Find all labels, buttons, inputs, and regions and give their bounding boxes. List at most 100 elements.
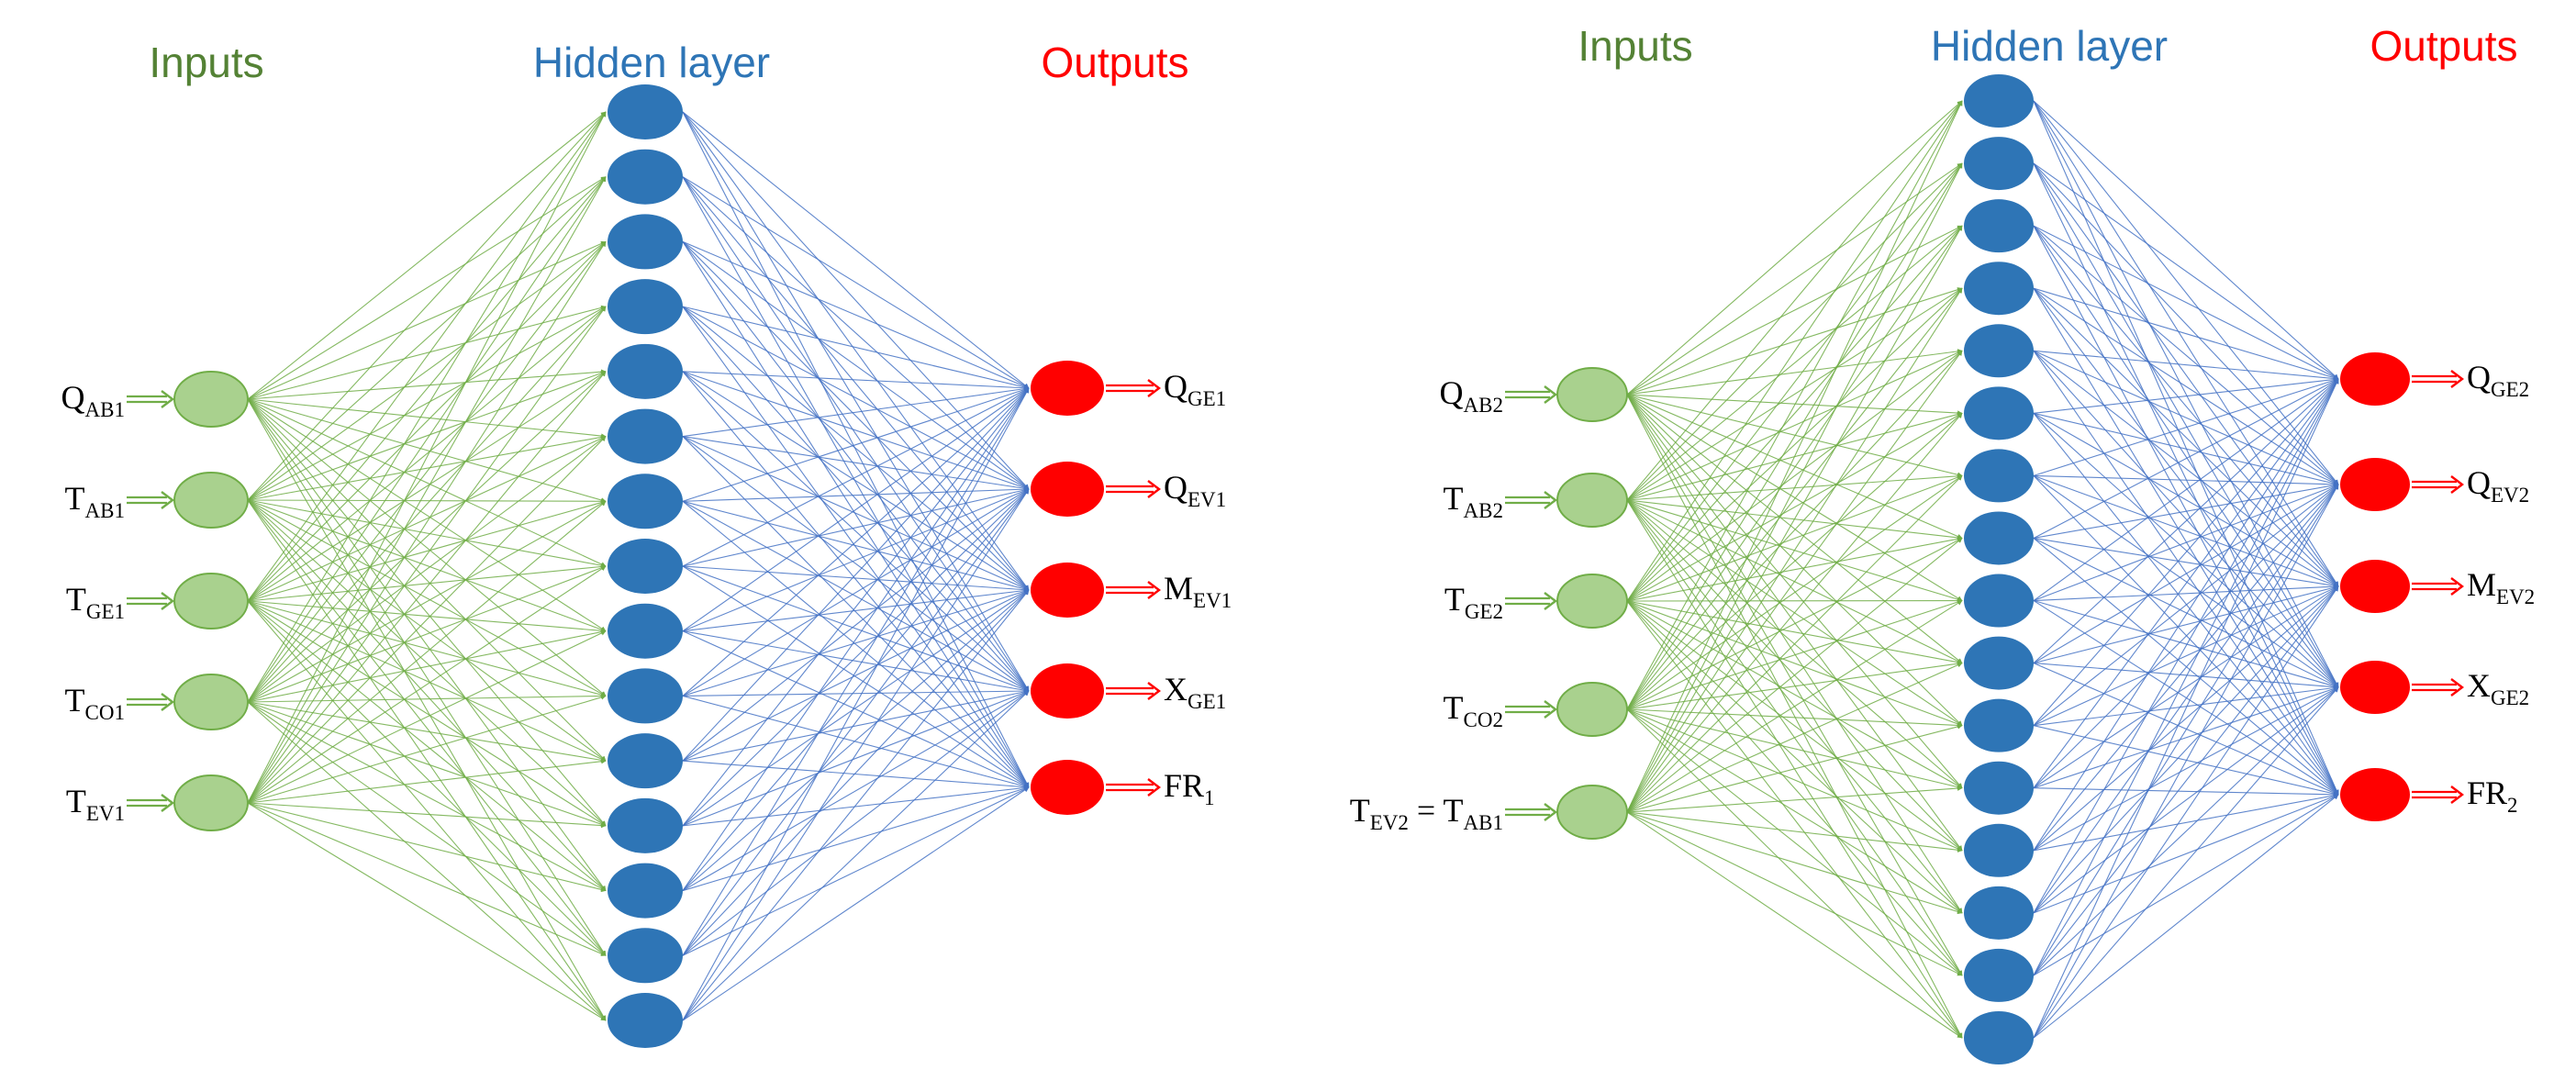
connection-line [247,695,607,804]
input-arrow [1505,491,1557,509]
connection-line [2033,412,2339,486]
connection-line [247,701,607,1021]
connection-line [682,306,1030,490]
hidden-node [1964,199,2034,253]
input-label-main: T [65,480,85,517]
output-label: FR2 [2467,774,2518,817]
connection-line [247,111,607,602]
input-node [173,573,249,630]
connection-line [1626,350,1963,602]
connection-line [682,371,1030,591]
connection-line [1626,412,1963,813]
connection-line [682,436,1030,491]
connection-line [682,111,1030,389]
input-arrow [1505,592,1557,610]
hidden-output-links [682,111,1030,1021]
inputs-title: Inputs [149,39,263,86]
connection-line [2033,376,2339,414]
connection-line [1626,225,1963,602]
output-arrow [2412,370,2464,388]
connection-line [2033,585,2339,727]
connection-line [1626,600,1963,1039]
connection-line [2033,483,2339,540]
input-node [173,371,249,428]
inputs-title: Inputs [1578,22,1692,70]
connection-line [682,306,1030,591]
connection-line [247,176,607,400]
connection-line [682,488,1030,632]
output-label: QEV1 [1164,469,1226,511]
input-label-subscript: AB2 [1464,499,1503,522]
connection-line [682,487,1030,567]
connection-line [1626,225,1963,501]
connection-line [682,436,1030,692]
connection-line [247,398,607,567]
connection-line [1626,162,1963,602]
connection-line [2033,537,2339,588]
input-arrow [127,592,174,610]
connection-line [247,701,607,763]
input-label-main: T [1350,792,1370,829]
connection-line [682,371,1030,391]
connection-line [1626,100,1963,602]
connection-line [247,371,607,804]
connection-line [2033,287,2339,688]
connection-line [247,111,607,400]
connection-line [682,241,1030,788]
hidden-node [1964,636,2034,690]
connection-line [247,240,607,400]
connection-line [2033,584,2339,602]
connection-line [1626,100,1963,813]
connection-line [1626,474,1963,710]
connection-line [247,398,607,827]
connection-line [2033,378,2339,852]
input-label: TCO1 [65,682,125,724]
connection-line [1626,287,1963,813]
connection-line [247,499,607,602]
input-arrow [127,693,174,711]
connection-line [247,434,607,501]
connection-line [682,386,1030,502]
connection-line [247,398,607,632]
connection-line [682,371,1030,491]
connection-line [682,690,1030,827]
connection-line [1626,162,1963,396]
connection-line [682,436,1030,591]
connection-line [1626,708,1963,852]
connection-line [2033,100,2339,796]
connection-line [1626,661,1963,710]
connection-line [2033,225,2339,380]
input-arrow [127,794,174,812]
connection-line [2033,686,2339,852]
connection-line [682,111,1030,692]
connection-line [2033,725,2339,797]
output-label-subscript: EV2 [2496,585,2535,608]
connection-line [247,111,607,703]
output-node [1031,663,1104,719]
connection-line [247,241,607,602]
connection-line [682,241,1030,692]
connection-line [2033,225,2339,485]
hidden-node [608,797,683,853]
output-label: XGE1 [1164,671,1226,713]
connection-line [247,111,607,804]
connection-line [1626,708,1963,976]
connection-line [247,499,607,762]
hidden-node [608,539,683,594]
output-label-main: FR [1164,767,1204,804]
connection-line [2033,378,2339,976]
connection-line [2033,685,2339,727]
connection-line [247,499,607,956]
input-label: QAB1 [61,379,125,421]
connection-line [2033,474,2339,487]
hidden-node [608,928,683,984]
output-label-main: X [1164,671,1188,708]
hidden-node [608,863,683,919]
input-label-main: T [1444,480,1464,517]
connection-line [682,565,1030,593]
hidden-node [608,149,683,205]
connection-line [682,176,1030,389]
connection-line [1626,100,1963,396]
connection-line [682,760,1030,790]
connection-line [682,176,1030,591]
